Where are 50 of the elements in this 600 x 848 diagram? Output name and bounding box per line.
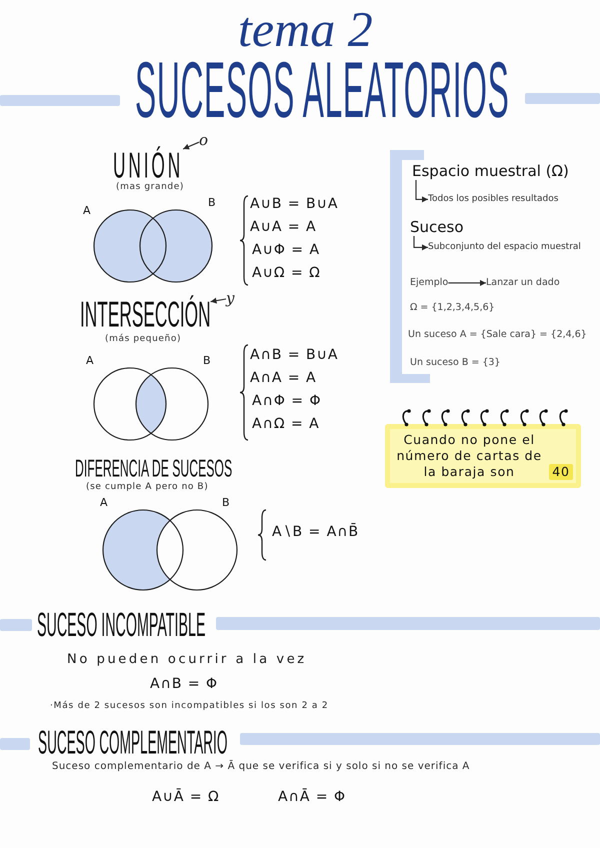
note-text: (se cumple A pero no B) — [86, 482, 208, 494]
formula: A∪Φ = A — [252, 242, 320, 260]
formula: A∪Ω = Ω — [252, 265, 321, 282]
formula: A∩B = Φ — [150, 676, 218, 694]
set-name: A — [83, 204, 91, 218]
term-heading: Espacio muestral (Ω) — [412, 162, 569, 180]
set-name: B — [203, 354, 211, 368]
note-text: Cuando no pone el número de cartas de la baraja son — [396, 432, 543, 480]
arrow — [448, 280, 486, 286]
section-heading: SUCESO INCOMPATIBLE — [37, 609, 206, 639]
example-text: Ejemplo — [410, 277, 448, 289]
example-text: Un suceso A = {Sale cara} = {2,4,6} — [408, 329, 587, 341]
conjunction-word: y — [226, 290, 234, 306]
note-text: Suceso complementario de A → Ā que se verifica si y solo si no se verifica A — [52, 761, 470, 774]
arrow — [182, 142, 200, 150]
set-name: A — [86, 354, 94, 368]
highlighted-number: 40 — [549, 464, 573, 480]
section-heading: DIFERENCIA DE SUCESOS — [75, 456, 232, 478]
formula: A∩Ā = Φ — [278, 789, 346, 806]
formula: A∩Φ = Φ — [252, 393, 322, 410]
definition-text: Subconjunto del espacio muestral — [428, 242, 581, 253]
arrow — [415, 180, 428, 202]
set-name: A — [100, 496, 108, 510]
formula: A∪B = B∪A — [250, 196, 338, 214]
note-text: ·Más de 2 sucesos son incompatibles si los son 2 a 2 — [50, 701, 328, 712]
definition-text: Todos los posibles resultados — [428, 194, 558, 205]
formula: A∩B = B∪A — [250, 347, 338, 364]
example-text: Lanzar un dado — [486, 277, 560, 289]
page-title: SUCESOS ALEATORIOS — [135, 52, 510, 122]
section-heading: INTERSECCIÓN — [80, 295, 211, 331]
set-name: B — [222, 496, 230, 510]
arrow — [210, 298, 226, 304]
topic-title: tema 2 — [238, 4, 373, 54]
note-card — [385, 424, 581, 488]
formula: A∩A = A — [250, 370, 317, 388]
formula: A∖B = A∩B̄ — [272, 524, 360, 542]
formula: A∪A = A — [250, 219, 317, 236]
term-heading: Suceso — [410, 218, 464, 236]
subtitle: (más pequeño) — [105, 334, 182, 345]
set-name: B — [208, 196, 216, 210]
formula: A∩Ω = A — [252, 416, 320, 434]
subtitle: (mas grande) — [116, 182, 184, 193]
definition-text: No pueden ocurrir a la vez — [67, 652, 307, 668]
formula: A∪Ā = Ω — [152, 789, 220, 806]
conjunction-word: o — [199, 132, 208, 148]
section-heading: SUCESO COMPLEMENTARIO — [38, 727, 228, 756]
arrow — [413, 236, 428, 250]
example-text: Ω = {1,2,3,4,5,6} — [410, 302, 495, 314]
section-heading: UNIÓN — [113, 146, 184, 182]
example-text: Un suceso B = {3} — [410, 357, 500, 369]
